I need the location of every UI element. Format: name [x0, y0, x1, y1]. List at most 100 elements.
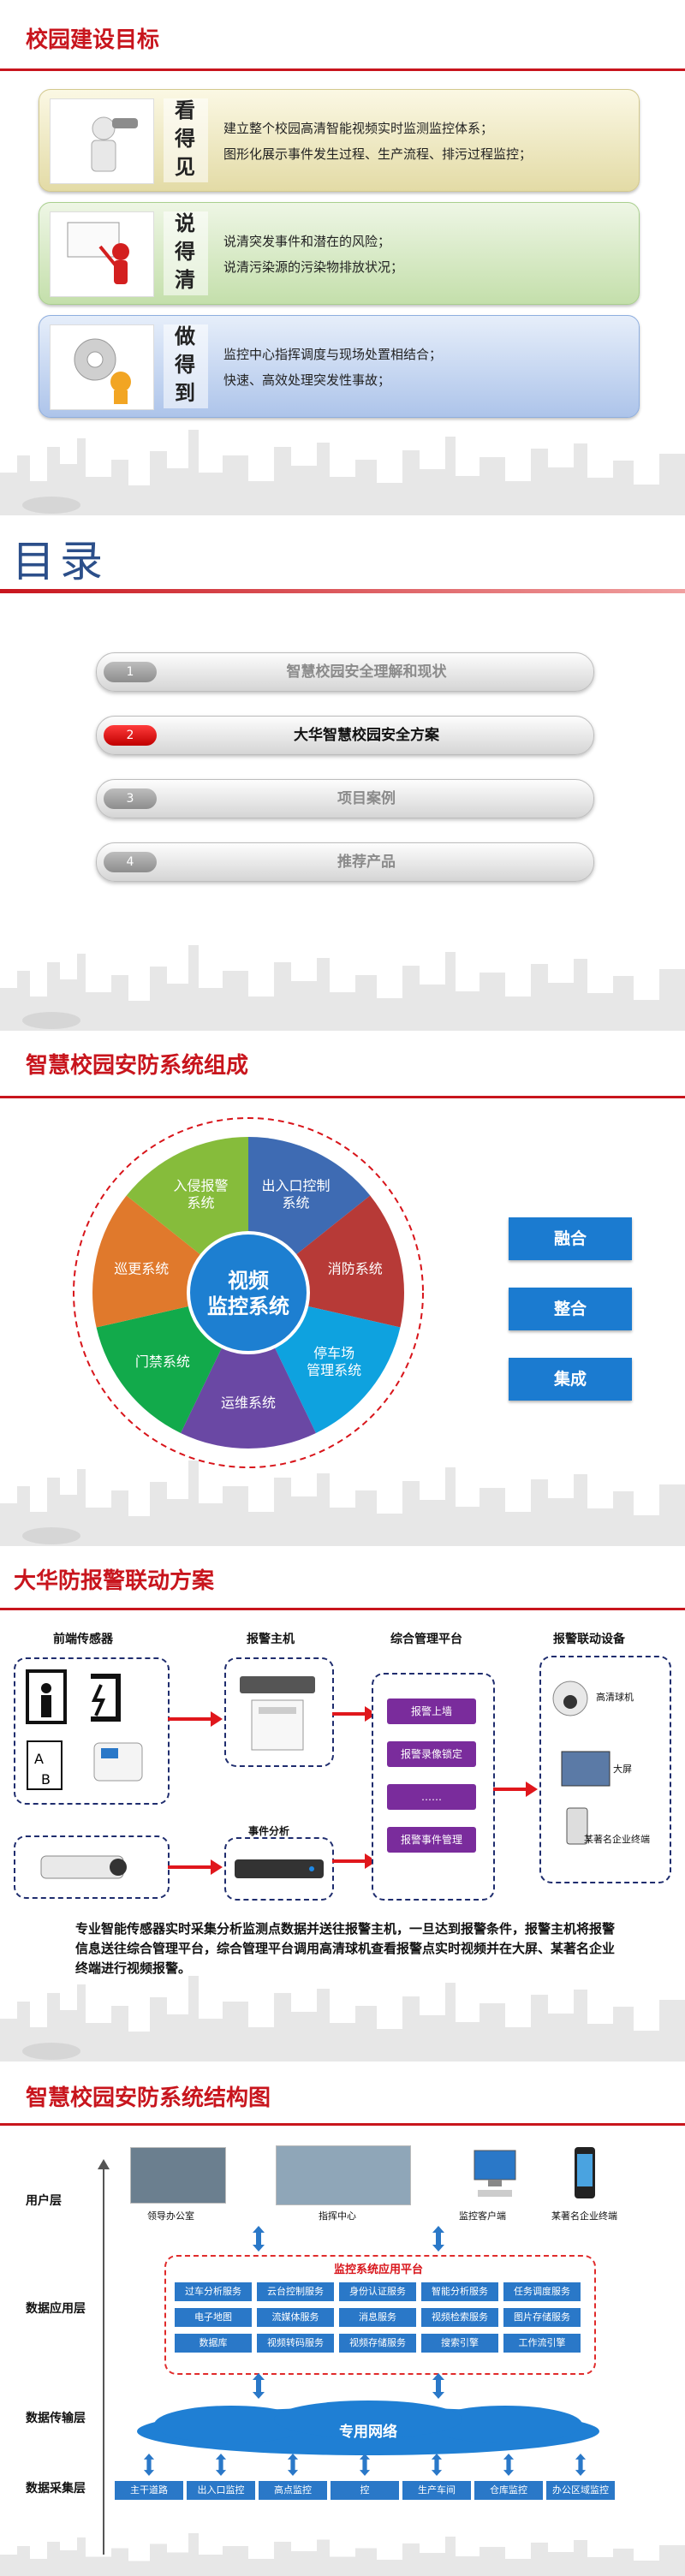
service-cell: 图片存储服务 — [503, 2308, 581, 2327]
double-arrow-icon — [432, 2226, 444, 2252]
slide-campus-goals: 校园建设目标 看得见 建立整个校园高清智能视频实时监测监控体系；图形化展示事件发… — [0, 0, 685, 515]
collection-point: 控 — [331, 2481, 399, 2500]
toc-item-3[interactable]: 3 项目案例 — [96, 779, 594, 818]
layer-axis — [103, 2168, 104, 2555]
slide-title: 大华防报警联动方案 — [14, 1563, 214, 1595]
wheel-segment-label: 停车场 — [313, 1345, 354, 1361]
slide-title: 智慧校园安防系统组成 — [26, 1048, 248, 1080]
service-cell: 电子地图 — [175, 2308, 252, 2327]
arrow-right — [168, 1865, 212, 1869]
event-analysis-label: 事件分析 — [248, 1823, 289, 1838]
service-cell: 视频转码服务 — [257, 2334, 334, 2353]
sensors-icon: A B — [15, 1659, 168, 1803]
toc-item-2[interactable]: 2 大华智慧校园安全方案 — [96, 716, 594, 755]
user-label: 领导办公室 — [147, 2209, 194, 2222]
mobile-terminal-icon — [572, 2145, 598, 2202]
platform-event-manage-button[interactable]: 报警事件管理 — [387, 1827, 476, 1853]
collection-point: 生产车间 — [402, 2481, 471, 2500]
goal-keyword: 看得见 — [168, 97, 202, 181]
service-cell: 视频存储服务 — [339, 2334, 416, 2353]
integration-box: 整合 — [509, 1288, 632, 1330]
platform-alarm-wall-button[interactable]: 报警上墙 — [387, 1698, 476, 1724]
wheel-segment-label: 系统 — [187, 1195, 214, 1211]
wheel-segment-label: 门禁系统 — [135, 1353, 190, 1370]
wheel-center-label: 监控系统 — [207, 1294, 289, 1318]
city-skyline-decoration — [0, 2525, 685, 2576]
double-arrow-icon — [215, 2454, 227, 2476]
device-label: 某著名企业终端 — [584, 1832, 650, 1846]
slide-security-system-composition: 智慧校园安防系统组成 出入口控制系统消防系统停车场管理系统运维系统门禁系统巡更系… — [0, 1031, 685, 1546]
wheel-segment-label: 巡更系统 — [114, 1261, 169, 1277]
platform-more-button[interactable]: …… — [387, 1784, 476, 1810]
toc-item-number: 2 — [104, 725, 157, 746]
column-title: 综合管理平台 — [390, 1630, 462, 1647]
service-cell: 消息服务 — [339, 2308, 416, 2327]
toc-item-4[interactable]: 4 推荐产品 — [96, 842, 594, 882]
wheel-center-label: 视频 — [228, 1269, 269, 1293]
double-arrow-icon — [359, 2454, 371, 2476]
toc-item-number: 3 — [104, 788, 157, 809]
service-cell: 数据库 — [175, 2334, 252, 2353]
goal-description: 建立整个校园高清智能视频实时监测监控体系；图形化展示事件发生过程、生产流程、排污… — [223, 116, 532, 167]
service-cell: 视频检索服务 — [421, 2308, 498, 2327]
service-cell: 任务调度服务 — [503, 2282, 581, 2301]
double-arrow-icon — [253, 2373, 265, 2399]
wheel-segment-label: 系统 — [283, 1195, 310, 1211]
title-divider — [0, 2123, 685, 2126]
service-cell: 工作流引擎 — [503, 2334, 581, 2353]
event-analysis-box — [224, 1837, 334, 1901]
toc-item-1[interactable]: 1 智慧校园安全理解和现状 — [96, 652, 594, 692]
arrow-right — [168, 1717, 212, 1721]
assembly-box: 集成 — [509, 1358, 632, 1401]
goal-keyword: 说得清 — [168, 210, 202, 294]
layer-label-transport: 数据传输层 — [26, 2409, 86, 2426]
service-cell: 搜索引擎 — [421, 2334, 498, 2353]
wheel-segment-label: 运维系统 — [221, 1395, 276, 1411]
title-divider — [0, 68, 685, 71]
alarm-host-device-icon — [226, 1659, 332, 1765]
user-label: 指挥中心 — [319, 2209, 356, 2222]
toc-divider — [0, 589, 685, 593]
system-wheel-diagram: 出入口控制系统消防系统停车场管理系统运维系统门禁系统巡更系统入侵报警系统视频监控… — [68, 1113, 428, 1472]
figure-with-gears-icon — [51, 325, 153, 409]
column-title: 报警主机 — [247, 1630, 295, 1647]
leader-office-screen — [130, 2147, 226, 2204]
fusion-box: 融合 — [509, 1217, 632, 1260]
toc-item-label: 智慧校园安全理解和现状 — [157, 653, 576, 691]
double-arrow-icon — [431, 2454, 443, 2476]
title-divider — [0, 1608, 685, 1610]
service-cell: 云台控制服务 — [257, 2282, 334, 2301]
service-cell: 流媒体服务 — [257, 2308, 334, 2327]
camera-box — [14, 1835, 170, 1899]
double-arrow-icon — [287, 2454, 299, 2476]
device-label: 高清球机 — [596, 1690, 634, 1704]
arrow-right — [493, 1788, 527, 1791]
city-skyline-decoration — [0, 1959, 685, 2061]
svg-text:B: B — [41, 1771, 51, 1788]
column-title: 前端传感器 — [53, 1630, 113, 1647]
collection-point: 主干道路 — [115, 2481, 183, 2500]
toc-item-number: 1 — [104, 662, 157, 682]
user-label: 某著名企业终端 — [551, 2209, 617, 2222]
goal-illustration — [50, 98, 154, 184]
title-divider — [0, 1096, 685, 1098]
platform-record-lock-button[interactable]: 报警录像锁定 — [387, 1741, 476, 1767]
arrow-right — [332, 1859, 366, 1863]
slide-table-of-contents: 目录 1 智慧校园安全理解和现状 2 大华智慧校园安全方案 3 项目案例 4 推… — [0, 515, 685, 1031]
city-skyline-decoration — [0, 928, 685, 1031]
slide-alarm-linkage: 大华防报警联动方案 前端传感器 报警主机 综合管理平台 报警联动设备 A B 事… — [0, 1546, 685, 2061]
service-cell: 过车分析服务 — [175, 2282, 252, 2301]
goal-description: 监控中心指挥调度与现场处置相结合；快速、高效处理突发性事故； — [223, 342, 442, 393]
front-sensors-box: A B — [14, 1657, 170, 1805]
collection-point: 办公区域监控 — [546, 2481, 615, 2500]
wheel-segment-label: 入侵报警 — [173, 1178, 228, 1194]
network-label: 专用网络 — [120, 2419, 616, 2441]
goal-illustration — [50, 211, 154, 297]
collection-point: 出入口监控 — [187, 2481, 255, 2500]
toc-item-label: 项目案例 — [157, 780, 576, 818]
device-label: 大屏 — [613, 1762, 632, 1776]
layer-label-user: 用户层 — [26, 2192, 62, 2209]
goal-keyword: 做得到 — [168, 323, 202, 408]
slide-system-architecture: 智慧校园安防系统结构图 用户层 数据应用层 数据传输层 数据采集层 领导办公室 … — [0, 2061, 685, 2576]
wheel-center — [188, 1233, 308, 1353]
